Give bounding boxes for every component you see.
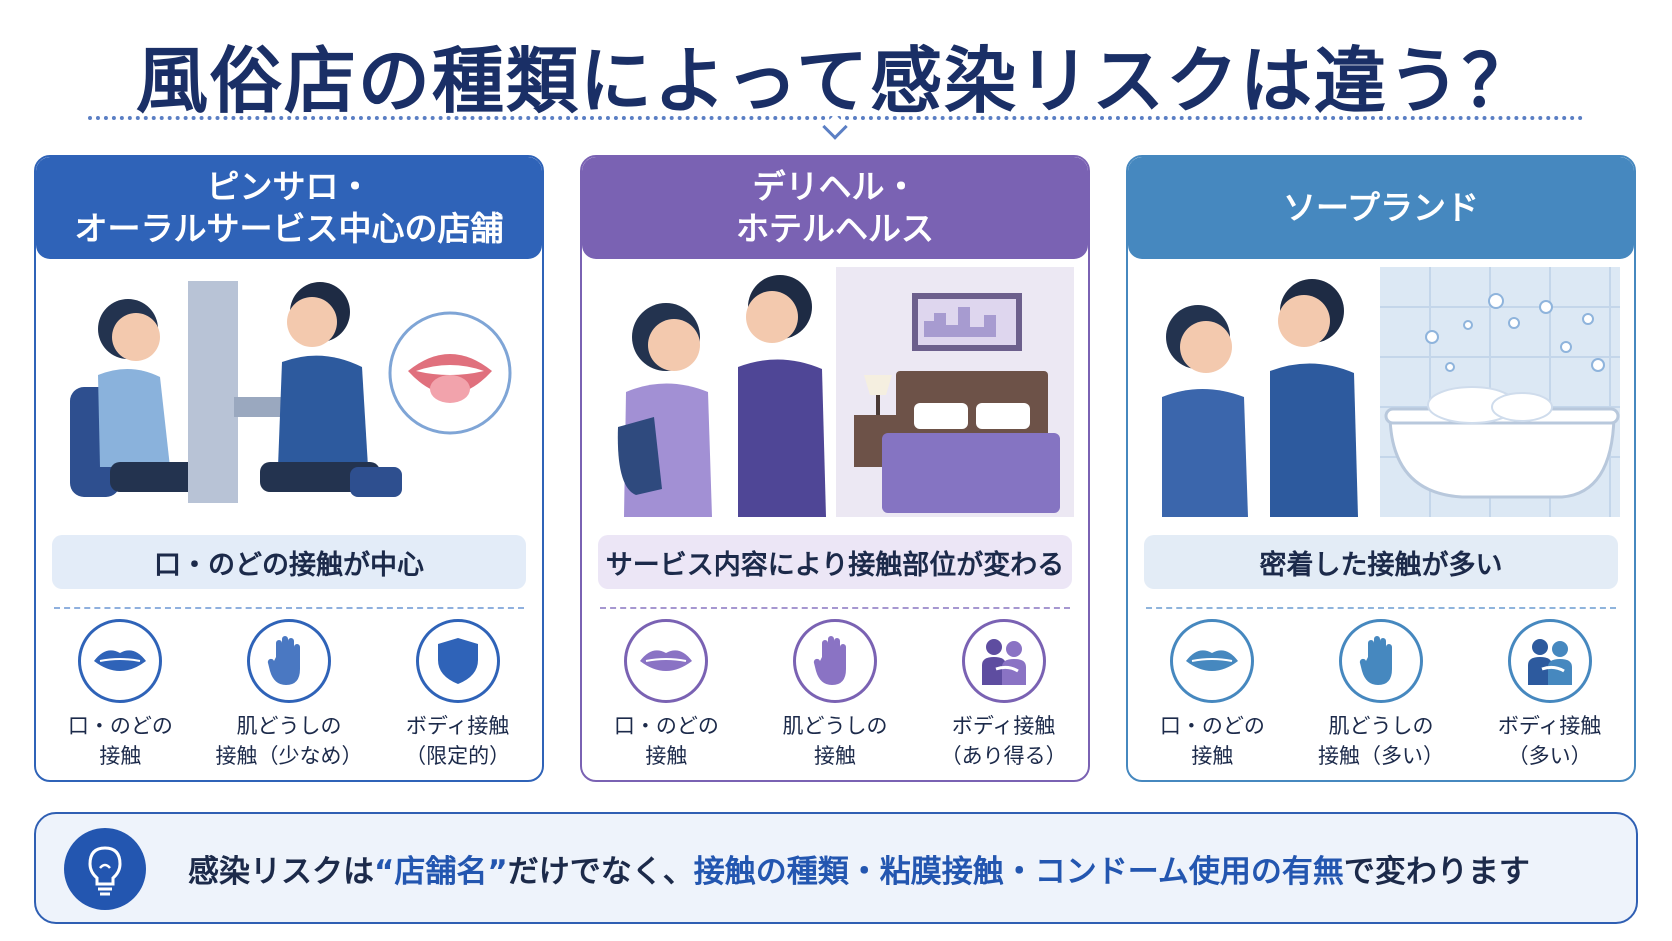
contact-label-line2: （多い） [1507, 744, 1592, 768]
card-header: デリヘル・ ホテルヘルス [582, 157, 1088, 259]
card-header: ピンサロ・ オーラルサービス中心の店舗 [36, 157, 542, 259]
man-body [738, 359, 826, 517]
bottom-text-part5: で変わります [1343, 853, 1530, 890]
bottom-text-part3: だけでなく、 [507, 853, 694, 890]
contact-item: 口・のどの 接触 [1137, 619, 1287, 779]
contact-label-line1: ボディ接触 [951, 714, 1056, 738]
card-summary: 密着した接触が多い [1144, 535, 1618, 589]
hand-icon [792, 619, 877, 703]
embrace-icon [961, 619, 1046, 703]
contact-label-line1: ボディ接触 [405, 714, 510, 738]
contact-item: 肌どうしの 接触（多い） [1306, 619, 1456, 779]
card-soapland: ソープランド 密着した接触が多い [1126, 155, 1636, 782]
contact-row: 口・のどの 接触 肌どうしの 接触 ボディ接触 （あり得る） [582, 619, 1088, 779]
bathtub [1388, 415, 1616, 499]
hand-icon [1338, 619, 1423, 703]
contact-label-line1: 肌どうしの [236, 714, 342, 738]
booth-partition [188, 281, 238, 503]
lightbulb-icon [64, 828, 146, 910]
card-header-line2: オーラルサービス中心の店舗 [74, 209, 504, 248]
bubbles [1425, 293, 1605, 372]
bottom-text-factors: 接触の種類・粘膜接触・コンドーム使用の有無 [693, 853, 1344, 890]
contact-label-line2: 接触（少なめ） [215, 744, 363, 768]
contact-label-line2: 接触（多い） [1317, 744, 1444, 768]
lamp-icon [864, 375, 892, 395]
contact-item: ボディ接触 （限定的） [383, 619, 533, 779]
card-divider [600, 607, 1070, 609]
contact-item: 口・のどの 接触 [45, 619, 195, 779]
contact-label-line2: （あり得る） [940, 744, 1067, 768]
contact-item: 肌どうしの 接触 [760, 619, 910, 779]
contact-label-line1: 肌どうしの [1328, 714, 1434, 738]
man-body [1270, 363, 1358, 517]
card-divider [1146, 607, 1616, 609]
lips-icon [624, 619, 709, 703]
card-header-line1: デリヘル・ [752, 167, 918, 206]
bed-blanket [882, 433, 1060, 513]
contact-row: 口・のどの 接触 肌どうしの 接触（少なめ） ボディ接触 （限定的） [36, 619, 542, 779]
contact-item: 肌どうしの 接触（少なめ） [214, 619, 364, 779]
man-body [278, 355, 368, 467]
contact-label-line1: 口・のどの [1159, 714, 1265, 738]
lips-icon [1170, 619, 1255, 703]
card-deliheru: デリヘル・ ホテルヘルス サービス内容により接触部位が変わる [580, 155, 1090, 782]
contact-item: 口・のどの 接触 [591, 619, 741, 779]
card-divider [54, 607, 524, 609]
booth-illustration [70, 281, 512, 503]
contact-item: ボディ接触 （あり得る） [929, 619, 1079, 779]
card-summary: 口・のどの接触が中心 [52, 535, 526, 589]
contact-label-line2: 接触 [1191, 744, 1234, 768]
woman-body [98, 368, 170, 467]
contact-label-line2: 接触 [645, 744, 688, 768]
hand-icon [246, 619, 331, 703]
bottom-note: 感染リスクは “店舗名” だけでなく、 接触の種類・粘膜接触・コンドーム使用の有… [34, 812, 1638, 924]
contact-item: ボディ接触 （多い） [1475, 619, 1625, 779]
card-pinsaro: ピンサロ・ オーラルサービス中心の店舗 口・のどの接触が中心 [34, 155, 544, 782]
contact-label-line2: （限定的） [405, 744, 511, 768]
page-title: 風俗店の種類によって感染リスクは違う？ [135, 39, 1537, 123]
card-summary: サービス内容により接触部位が変わる [598, 535, 1072, 589]
contact-label-line2: 接触 [99, 744, 142, 768]
bath-illustration [1162, 267, 1620, 517]
card-header-line1: ソープランド [1282, 188, 1480, 227]
contact-label-line1: ボディ接触 [1497, 714, 1602, 738]
woman-body [1162, 389, 1248, 517]
shield-icon [415, 619, 500, 703]
bag-icon [617, 417, 662, 495]
card-header-line1: ピンサロ・ [206, 167, 372, 206]
contact-label-line1: 口・のどの [67, 714, 173, 738]
lips-icon [78, 619, 163, 703]
card-header: ソープランド [1128, 157, 1634, 259]
hotel-illustration [596, 267, 1074, 517]
embrace-icon [1507, 619, 1592, 703]
bottom-text-part1: 感染リスクは [188, 853, 374, 890]
contact-row: 口・のどの 接触 肌どうしの 接触（多い） ボディ接触 （多い） [1128, 619, 1634, 779]
card-header-line2: ホテルヘルス [736, 209, 934, 248]
bottom-text-store-name: “店舗名” [374, 853, 508, 890]
contact-label-line2: 接触 [813, 744, 856, 768]
bottom-note-text: 感染リスクは “店舗名” だけでなく、 接触の種類・粘膜接触・コンドーム使用の有… [188, 814, 1530, 922]
contact-label-line1: 口・のどの [613, 714, 719, 738]
contact-label-line1: 肌どうしの [782, 714, 888, 738]
